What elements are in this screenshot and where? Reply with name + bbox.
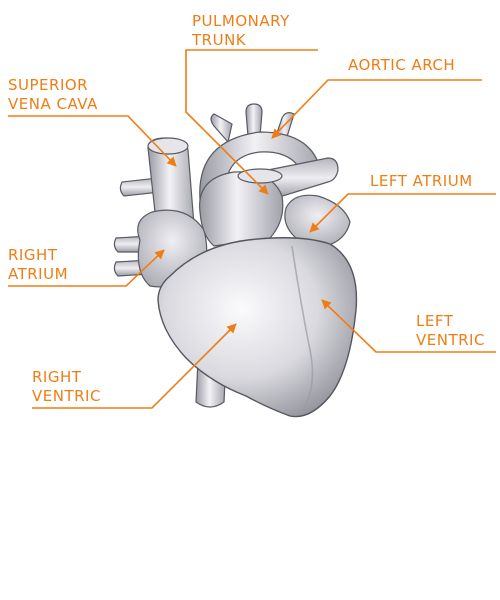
leader-right-atrium [8, 249, 165, 287]
label-superior-vena-cava: SUPERIOR VENA CAVA [8, 76, 98, 113]
label-left-ventric: LEFT VENTRIC [416, 312, 485, 349]
label-right-ventric: RIGHT VENTRIC [32, 368, 101, 405]
label-right-atrium: RIGHT ATRIUM [8, 246, 69, 283]
leader-superior-vena-cava [8, 115, 177, 167]
leader-right-ventric [32, 323, 237, 409]
pulmonary-trunk-shape [199, 171, 284, 247]
label-aortic-arch: AORTIC ARCH [348, 56, 456, 74]
leader-pulmonary-trunk [185, 49, 318, 195]
right-vessel [267, 157, 339, 199]
aortic-branch-1 [210, 113, 233, 144]
label-left-atrium: LEFT ATRIUM [370, 172, 473, 190]
leader-aortic-arch [271, 79, 482, 139]
leader-left-ventric [321, 299, 496, 353]
heart-body [157, 237, 358, 418]
aortic-branch-2 [245, 103, 263, 137]
leader-left-atrium [309, 193, 496, 233]
interventricular-groove [291, 245, 314, 415]
label-pulmonary-trunk: PULMONARY TRUNK [192, 12, 290, 49]
